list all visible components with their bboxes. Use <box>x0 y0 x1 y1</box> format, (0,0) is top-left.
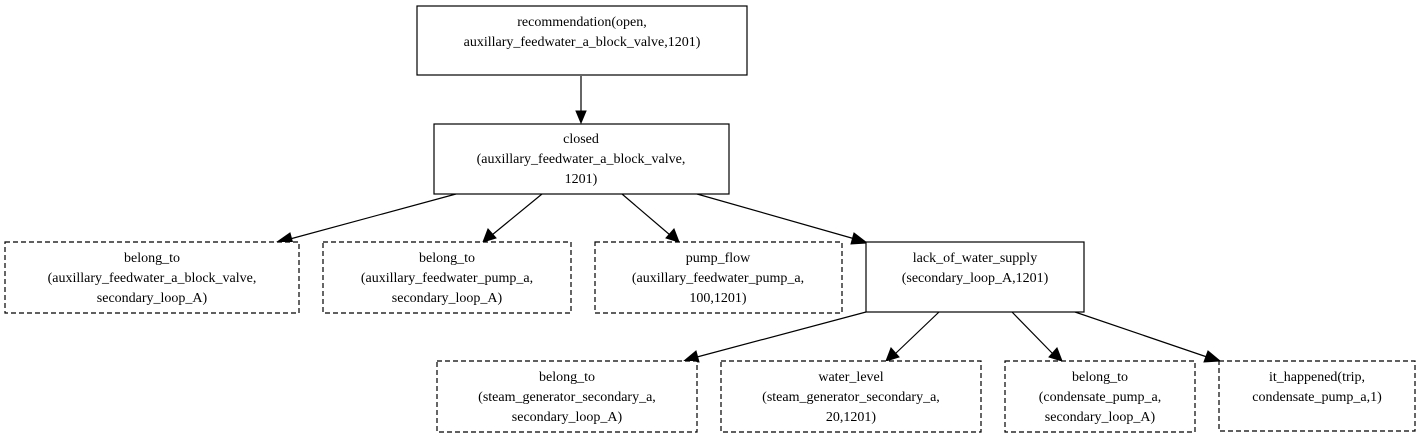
node-line: (condensate_pump_a, <box>1039 390 1161 405</box>
node-line: belong_to <box>419 251 475 266</box>
node-water-level: water_level (steam_generator_secondary_a… <box>720 360 982 433</box>
node-line: condensate_pump_a,1) <box>1252 390 1382 405</box>
node-line: secondary_loop_A) <box>392 291 503 306</box>
node-line: 1201) <box>565 172 598 187</box>
node-belong-to-feedwater-pump: belong_to (auxillary_feedwater_pump_a, s… <box>322 241 572 314</box>
node-lack-of-water-supply: lack_of_water_supply (secondary_loop_A,1… <box>865 241 1085 313</box>
edge-n1-n5 <box>696 193 869 245</box>
edge-n5-n7 <box>885 311 940 362</box>
node-line: (auxillary_feedwater_pump_a, <box>361 271 533 286</box>
edge-n5-n8 <box>1011 311 1063 362</box>
node-recommendation: recommendation(open, auxillary_feedwater… <box>416 5 748 76</box>
node-line: pump_flow <box>686 251 751 266</box>
edge-n5-n6 <box>682 311 867 363</box>
node-line: (steam_generator_secondary_a, <box>478 390 656 405</box>
edge-n1-n2 <box>275 193 457 245</box>
edges <box>275 76 1222 363</box>
edge-n0-n1 <box>575 76 587 125</box>
node-line: belong_to <box>1072 370 1128 385</box>
node-line: lack_of_water_supply <box>913 251 1037 266</box>
node-belong-to-block-valve: belong_to (auxillary_feedwater_a_block_v… <box>4 241 300 314</box>
node-line: (auxillary_feedwater_a_block_valve, <box>48 271 257 286</box>
node-line: belong_to <box>124 251 180 266</box>
node-line: secondary_loop_A) <box>1045 410 1156 425</box>
node-line: secondary_loop_A) <box>512 410 623 425</box>
node-line: belong_to <box>539 370 595 385</box>
node-line: (auxillary_feedwater_pump_a, <box>632 271 804 286</box>
node-line: 100,1201) <box>689 291 747 306</box>
node-line: water_level <box>818 370 883 385</box>
node-line: recommendation(open, <box>517 15 646 30</box>
node-line: 20,1201) <box>826 410 877 425</box>
edge-n5-n9 <box>1074 311 1222 363</box>
node-closed: closed (auxillary_feedwater_a_block_valv… <box>433 123 730 195</box>
node-line: (steam_generator_secondary_a, <box>762 390 940 405</box>
edge-n1-n3 <box>482 193 543 243</box>
node-line: (auxillary_feedwater_a_block_valve, <box>477 152 686 167</box>
node-line: (secondary_loop_A,1201) <box>902 271 1049 286</box>
node-line: secondary_loop_A) <box>97 291 208 306</box>
edge-n1-n4 <box>621 193 680 243</box>
node-pump-flow: pump_flow (auxillary_feedwater_pump_a, 1… <box>594 241 843 314</box>
node-belong-to-steam-generator: belong_to (steam_generator_secondary_a, … <box>436 360 698 433</box>
node-belong-to-condensate-pump: belong_to (condensate_pump_a, secondary_… <box>1004 360 1196 433</box>
node-line: it_happened(trip, <box>1269 370 1365 385</box>
node-line: closed <box>563 132 599 147</box>
node-it-happened: it_happened(trip, condensate_pump_a,1) <box>1218 360 1416 432</box>
node-line: auxillary_feedwater_a_block_valve,1201) <box>464 35 701 50</box>
